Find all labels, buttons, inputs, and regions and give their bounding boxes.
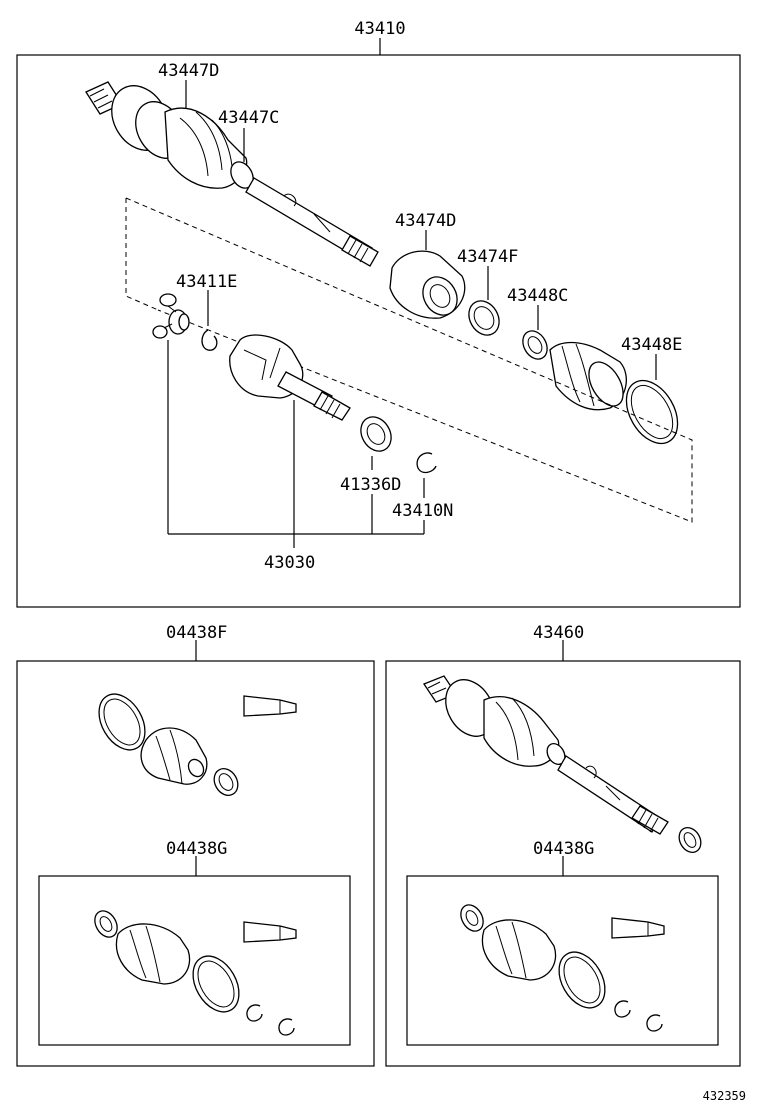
label-04438G-left: 04438G: [166, 839, 227, 859]
label-04438G-right: 04438G: [533, 839, 594, 859]
label-43447D: 43447D: [158, 61, 219, 81]
label-43474F: 43474F: [457, 247, 518, 267]
boot-kit-g-left-frame: [38, 875, 351, 1046]
damper-drawing: [389, 250, 466, 319]
label-43411E: 43411E: [176, 272, 237, 292]
inner-joint-drawing: [229, 334, 351, 421]
inner-clamp-large-drawing: [625, 379, 679, 445]
exploded-view-boundary: [125, 197, 693, 523]
snap-ring-drawing: [416, 452, 437, 474]
inner-clamp-small-drawing: [522, 330, 548, 360]
label-43460: 43460: [533, 623, 584, 643]
tripod-drawing: [152, 293, 190, 339]
inner-boot-drawing: [549, 341, 627, 411]
outer-joint-shaft-drawing: [85, 81, 379, 267]
label-43448C: 43448C: [507, 286, 568, 306]
boot-kit-f-frame: [16, 660, 375, 1067]
label-43410: 43410: [354, 19, 405, 39]
label-04438F: 04438F: [166, 623, 227, 643]
boot-kit-g-right-parts: [460, 904, 665, 1032]
seal-drawing: [360, 416, 392, 452]
shaft-assy-frame: [385, 660, 741, 1067]
label-43474D: 43474D: [395, 211, 456, 231]
label-43030: 43030: [264, 553, 315, 573]
boot-kit-g-left-parts: [94, 910, 297, 1036]
tripod-snap-ring-drawing: [201, 329, 218, 351]
label-43447C: 43447C: [218, 108, 279, 128]
label-43410N: 43410N: [392, 501, 453, 521]
shaft-assy-drawing: [423, 675, 702, 853]
boot-kit-f-parts: [98, 693, 297, 796]
main-assembly-frame: [16, 54, 741, 608]
boot-kit-g-right-frame: [406, 875, 719, 1046]
damper-clamp-drawing: [468, 300, 500, 336]
figure-id: 432359: [703, 1089, 746, 1103]
label-41336D: 41336D: [340, 475, 401, 495]
label-43448E: 43448E: [621, 335, 682, 355]
